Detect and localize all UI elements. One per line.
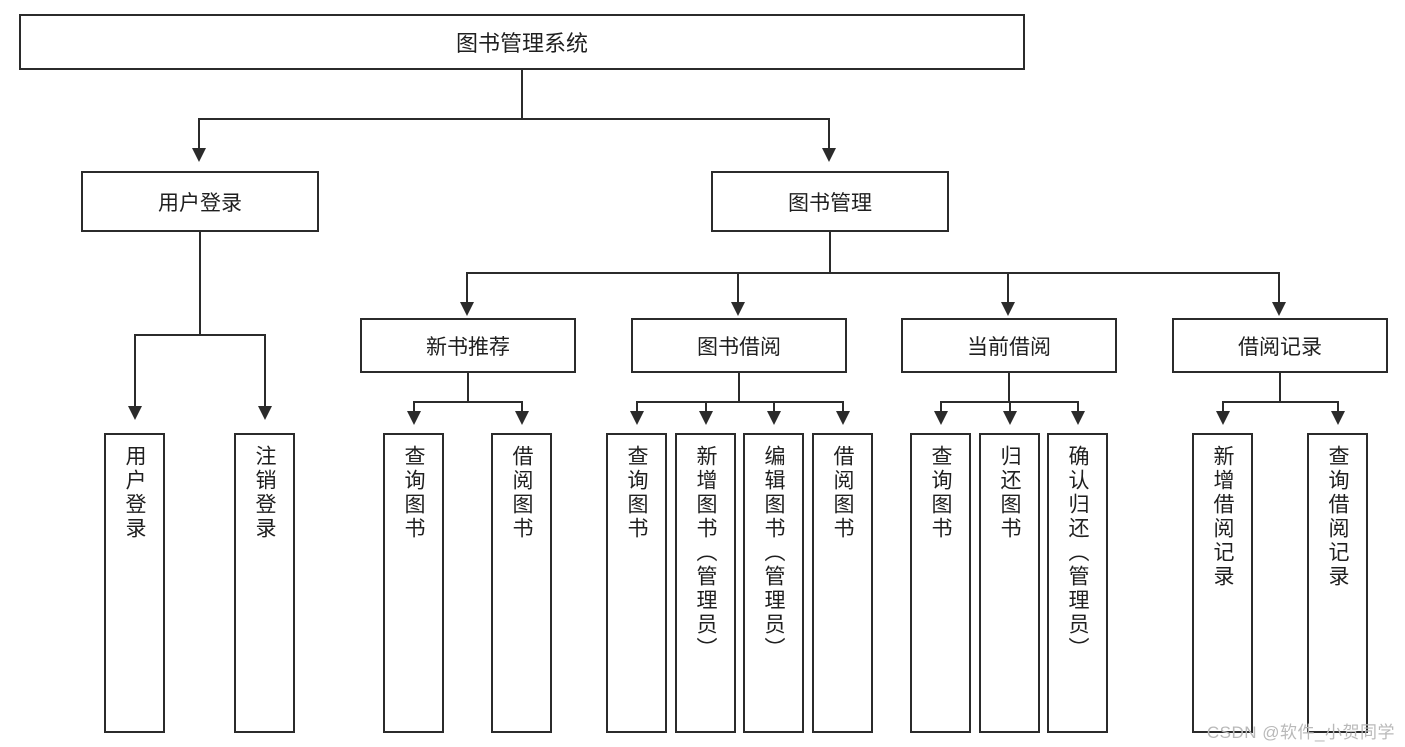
leaf-label: 查询图书 — [625, 445, 648, 541]
leaf-current-borrow-return-book[interactable]: 归还图书 — [979, 433, 1040, 733]
arrow-new-book-to-leaf-0 — [407, 411, 421, 425]
leaf-label: 借阅图书 — [831, 445, 854, 541]
leaf-book-borrow-add-book[interactable]: 新增图书（管理员） — [675, 433, 736, 733]
connector-user-login-to-leaf-1 — [264, 334, 266, 408]
leaf-label: 归还图书 — [998, 445, 1021, 541]
arrow-current-borrow-to-leaf-2 — [1071, 411, 1085, 425]
arrow-root-to-book-manage — [822, 148, 836, 162]
leaf-borrow-record-add-record[interactable]: 新增借阅记录 — [1192, 433, 1253, 733]
node-label: 用户登录 — [158, 191, 242, 215]
arrow-book-manage-to-book-borrow — [731, 302, 745, 316]
node-book-borrow[interactable]: 图书借阅 — [631, 318, 847, 373]
arrow-new-book-to-leaf-1 — [515, 411, 529, 425]
node-borrow-record[interactable]: 借阅记录 — [1172, 318, 1388, 373]
node-label: 当前借阅 — [967, 335, 1051, 359]
connector-root-to-book-manage — [828, 118, 830, 150]
leaf-label: 确认归还（管理员） — [1066, 445, 1089, 661]
connector-borrow-record-bus — [1222, 401, 1339, 403]
leaf-new-book-borrow-book[interactable]: 借阅图书 — [491, 433, 552, 733]
connector-current-borrow-stem — [1008, 373, 1010, 403]
arrow-borrow-record-to-leaf-0 — [1216, 411, 1230, 425]
connector-root-stem — [521, 70, 523, 120]
connector-book-manage-bus — [466, 272, 1280, 274]
node-label: 借阅记录 — [1238, 335, 1322, 359]
leaf-label: 借阅图书 — [510, 445, 533, 541]
connector-book-manage-to-borrow-record — [1278, 272, 1280, 304]
connector-user-login-stem — [199, 232, 201, 336]
arrow-user-login-to-leaf-1 — [258, 406, 272, 420]
leaf-label: 注销登录 — [253, 445, 276, 541]
connector-current-borrow-to-leaf-2 — [1077, 401, 1079, 413]
leaf-borrow-record-query-record[interactable]: 查询借阅记录 — [1307, 433, 1368, 733]
connector-new-book-bus — [413, 401, 523, 403]
connector-new-book-to-leaf-1 — [521, 401, 523, 413]
connector-book-borrow-to-leaf-2 — [773, 401, 775, 413]
leaf-label: 新增借阅记录 — [1211, 445, 1234, 589]
leaf-current-borrow-query-book[interactable]: 查询图书 — [910, 433, 971, 733]
node-label: 图书借阅 — [697, 335, 781, 359]
leaf-book-borrow-query-book[interactable]: 查询图书 — [606, 433, 667, 733]
arrow-root-to-user-login — [192, 148, 206, 162]
connector-new-book-stem — [467, 373, 469, 403]
arrow-book-borrow-to-leaf-3 — [836, 411, 850, 425]
node-book-management[interactable]: 图书管理 — [711, 171, 949, 232]
node-label: 图书管理系统 — [455, 31, 588, 56]
connector-book-manage-stem — [829, 232, 831, 274]
connector-book-manage-to-current-borrow — [1007, 272, 1009, 304]
arrow-current-borrow-to-leaf-1 — [1003, 411, 1017, 425]
connector-user-login-to-leaf-0 — [134, 334, 136, 408]
connector-book-borrow-to-leaf-1 — [705, 401, 707, 413]
arrow-borrow-record-to-leaf-1 — [1331, 411, 1345, 425]
arrow-book-borrow-to-leaf-1 — [699, 411, 713, 425]
node-label: 新书推荐 — [426, 335, 510, 359]
arrow-book-manage-to-new-book — [460, 302, 474, 316]
leaf-current-borrow-confirm-return[interactable]: 确认归还（管理员） — [1047, 433, 1108, 733]
connector-book-borrow-to-leaf-3 — [842, 401, 844, 413]
node-current-borrow[interactable]: 当前借阅 — [901, 318, 1117, 373]
leaf-label: 新增图书（管理员） — [694, 445, 717, 661]
leaf-book-borrow-edit-book[interactable]: 编辑图书（管理员） — [743, 433, 804, 733]
leaf-new-book-query-book[interactable]: 查询图书 — [383, 433, 444, 733]
arrow-book-manage-to-current-borrow — [1001, 302, 1015, 316]
arrow-user-login-to-leaf-0 — [128, 406, 142, 420]
connector-root-bus — [198, 118, 830, 120]
connector-borrow-record-stem — [1279, 373, 1281, 403]
node-user-login[interactable]: 用户登录 — [81, 171, 319, 232]
leaf-label: 查询借阅记录 — [1326, 445, 1349, 589]
connector-root-to-user-login — [198, 118, 200, 150]
connector-book-borrow-stem — [738, 373, 740, 403]
connector-borrow-record-to-leaf-0 — [1222, 401, 1224, 413]
leaf-label: 用户登录 — [123, 445, 146, 541]
connector-book-manage-to-new-book — [466, 272, 468, 304]
arrow-book-borrow-to-leaf-2 — [767, 411, 781, 425]
connector-book-borrow-to-leaf-0 — [636, 401, 638, 413]
arrow-book-borrow-to-leaf-0 — [630, 411, 644, 425]
connector-book-manage-to-book-borrow — [737, 272, 739, 304]
leaf-book-borrow-borrow-book[interactable]: 借阅图书 — [812, 433, 873, 733]
connector-borrow-record-to-leaf-1 — [1337, 401, 1339, 413]
node-root-system[interactable]: 图书管理系统 — [19, 14, 1025, 70]
leaf-label: 查询图书 — [929, 445, 952, 541]
arrow-book-manage-to-borrow-record — [1272, 302, 1286, 316]
arrow-current-borrow-to-leaf-0 — [934, 411, 948, 425]
leaf-user-login-logout[interactable]: 注销登录 — [234, 433, 295, 733]
leaf-label: 编辑图书（管理员） — [762, 445, 785, 661]
connector-new-book-to-leaf-0 — [413, 401, 415, 413]
leaf-label: 查询图书 — [402, 445, 425, 541]
connector-user-login-bus — [134, 334, 266, 336]
connector-current-borrow-to-leaf-1 — [1009, 401, 1011, 413]
connector-book-borrow-bus — [636, 401, 844, 403]
node-label: 图书管理 — [788, 191, 872, 215]
leaf-user-login-login[interactable]: 用户登录 — [104, 433, 165, 733]
node-new-book-recommend[interactable]: 新书推荐 — [360, 318, 576, 373]
connector-current-borrow-to-leaf-0 — [940, 401, 942, 413]
